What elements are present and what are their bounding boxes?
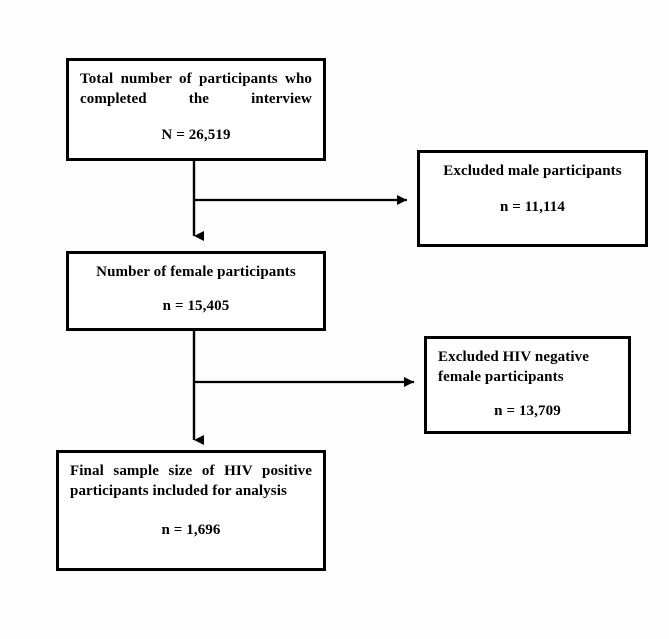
node-excluded-hiv-negative-count: n = 13,709 xyxy=(494,403,561,419)
node-final-sample: Final sample size of HIV positive partic… xyxy=(56,450,326,571)
node-excluded-hiv-negative: Excluded HIV negative female participant… xyxy=(424,336,631,434)
node-final-sample-count: n = 1,696 xyxy=(161,522,221,538)
node-excluded-male-count: n = 11,114 xyxy=(500,198,565,215)
node-total-participants: Total number of participants who complet… xyxy=(66,58,326,161)
node-final-sample-headline: Final sample size of HIV positive partic… xyxy=(70,463,312,499)
node-excluded-hiv-negative-headline: Excluded HIV negative female participant… xyxy=(438,349,590,385)
node-excluded-male-headline: Excluded male participants xyxy=(443,163,622,179)
node-female-participants-headline: Number of female participants xyxy=(96,264,296,280)
node-total-participants-count: N = 26,519 xyxy=(161,127,231,143)
node-excluded-male: Excluded male participants n = 11,114 xyxy=(417,150,648,247)
node-female-participants: Number of female participants n = 15,405 xyxy=(66,251,326,331)
node-female-participants-count: n = 15,405 xyxy=(162,297,230,314)
node-total-participants-headline: Total number of participants who complet… xyxy=(80,71,312,107)
